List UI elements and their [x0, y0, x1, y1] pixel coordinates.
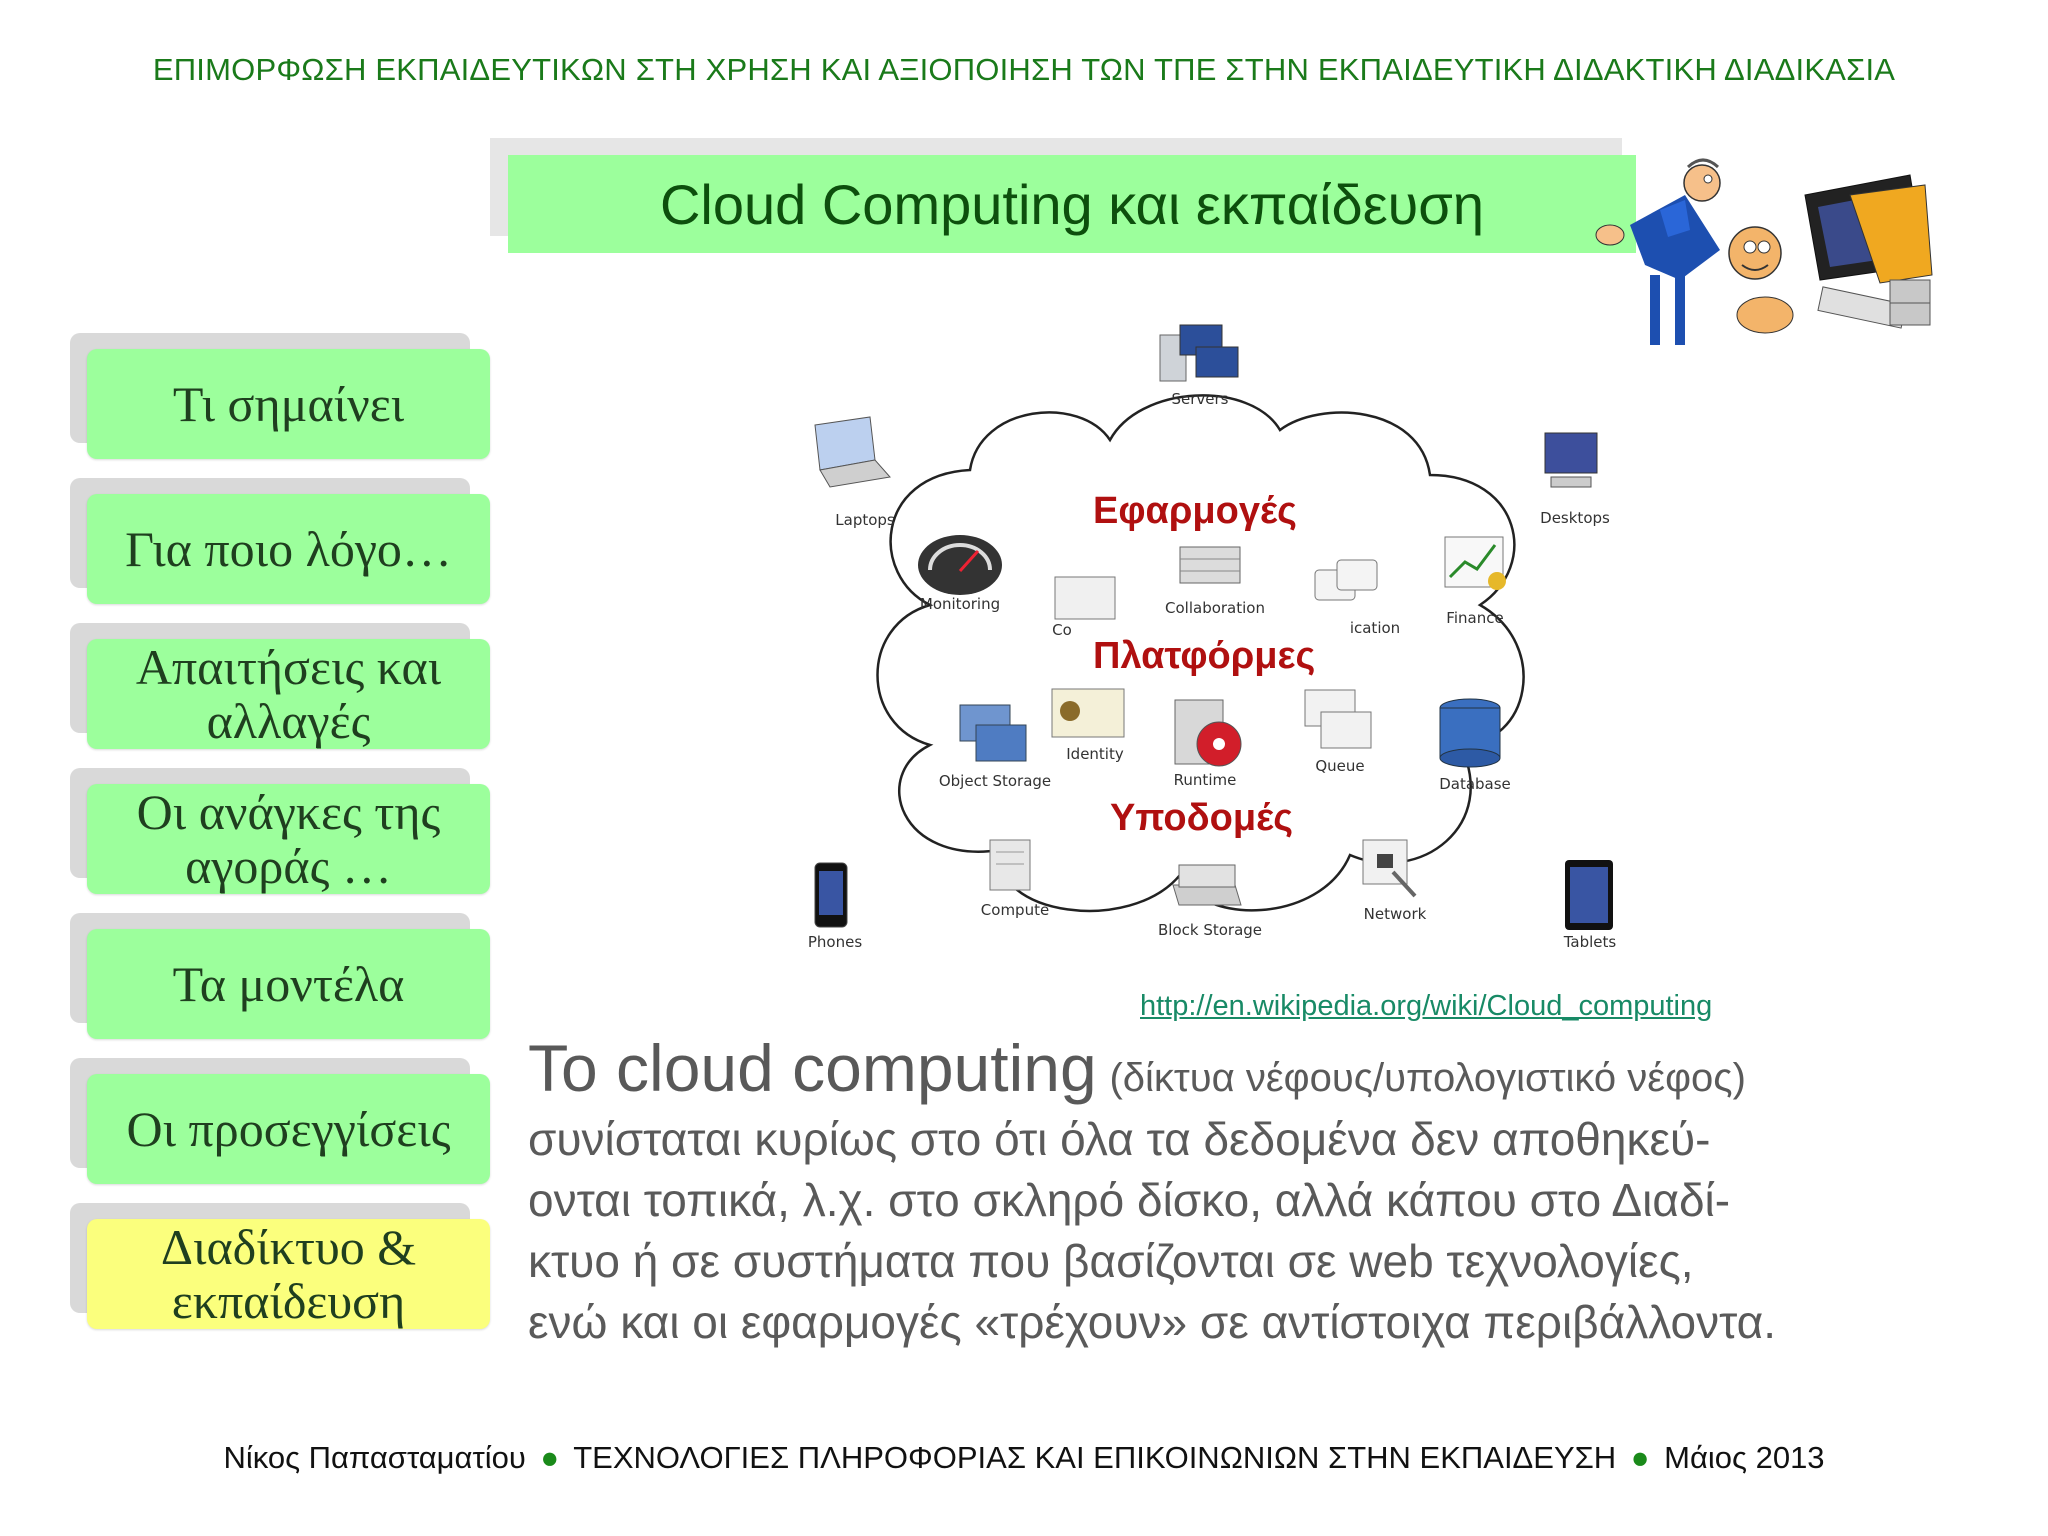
node-laptops: Laptops [835, 511, 895, 529]
footer-separator: ● [540, 1440, 560, 1475]
sidebar-item-label: Οι ανάγκες της αγοράς … [87, 784, 490, 894]
body-lead: To cloud computing [528, 1031, 1097, 1105]
node-content: Co [1052, 621, 1072, 639]
body-line: ενώ και οι εφαρμογές «τρέχουν» σε αντίστ… [528, 1296, 1777, 1348]
node-runtime: Runtime [1173, 771, 1237, 785]
body-line: ονται τοπικά, λ.χ. στο σκληρό δίσκο, αλλ… [528, 1174, 1731, 1226]
node-finance: Finance [1446, 609, 1504, 627]
slide-footer: Νίκος Παπασταματίου ● ΤΕΧΝΟΛΟΓΙΕΣ ΠΛΗΡΟΦ… [0, 1440, 2048, 1476]
slide-title: Cloud Computing και εκπαίδευση [508, 155, 1636, 253]
body-paren: (δίκτυα νέφους/υπολογιστικό νέφος) [1109, 1056, 1746, 1100]
body-first-line: To cloud computing (δίκτυα νέφους/υπολογ… [528, 1035, 1948, 1109]
sidebar-item-label: Οι προσεγγίσεις [87, 1074, 490, 1184]
node-communication: ication [1349, 619, 1401, 637]
node-monitoring: Monitoring [919, 595, 1001, 613]
body-line: κτυο ή σε συστήματα που βασίζονται σε we… [528, 1235, 1694, 1287]
node-database: Database [1439, 775, 1511, 793]
layer-infrastructure: Υποδομές [1110, 797, 1294, 839]
node-phones: Phones [807, 933, 863, 951]
sidebar-item-label: Διαδίκτυο & εκπαίδευση [87, 1219, 490, 1329]
node-block-storage: Block Storage [1157, 921, 1263, 939]
slide-header: ΕΠΙΜΟΡΦΩΣΗ ΕΚΠΑΙΔΕΥΤΙΚΩΝ ΣΤΗ ΧΡΗΣΗ ΚΑΙ Α… [152, 52, 1896, 87]
sidebar-item-internet-education[interactable]: Διαδίκτυο & εκπαίδευση [70, 1203, 490, 1329]
sidebar-item-label: Τι σημαίνει [87, 349, 490, 459]
footer-course: ΤΕΧΝΟΛΟΓΙΕΣ ΠΛΗΡΟΦΟΡΙΑΣ ΚΑΙ ΕΠΙΚΟΙΝΩΝΙΩΝ… [573, 1440, 1617, 1475]
node-collaboration: Collaboration [1165, 599, 1265, 617]
footer-separator: ● [1630, 1440, 1650, 1475]
cartoon-man-computer-illustration [1595, 158, 1933, 345]
node-object-storage: Object Storage [938, 772, 1052, 790]
sidebar-item-label: Τα μοντέλα [87, 929, 490, 1039]
node-tablets: Tablets [1563, 933, 1617, 951]
node-desktops: Desktops [1540, 509, 1610, 527]
sidebar-item-approaches[interactable]: Οι προσεγγίσεις [70, 1058, 490, 1184]
layer-applications: Εφαρμογές [1093, 490, 1297, 532]
body-paragraph: To cloud computing (δίκτυα νέφους/υπολογ… [528, 1035, 1948, 1353]
source-link[interactable]: http://en.wikipedia.org/wiki/Cloud_compu… [1140, 990, 1713, 1022]
sidebar-item-label: Για ποιο λόγο… [87, 494, 490, 604]
node-compute: Compute [980, 901, 1050, 919]
sidebar-item-reason[interactable]: Για ποιο λόγο… [70, 478, 490, 604]
body-line: συνίσταται κυρίως στο ότι όλα τα δεδομέν… [528, 1113, 1711, 1165]
cloud-outline [814, 324, 1613, 930]
sidebar-item-requirements[interactable]: Απαιτήσεις και αλλαγές [70, 623, 490, 749]
footer-author: Νίκος Παπασταματίου [223, 1440, 526, 1475]
sidebar-item-label: Απαιτήσεις και αλλαγές [87, 639, 490, 749]
node-network: Network [1363, 905, 1427, 923]
node-identity: Identity [1066, 745, 1124, 763]
sidebar-item-meaning[interactable]: Τι σημαίνει [70, 333, 490, 459]
sidebar-item-models[interactable]: Τα μοντέλα [70, 913, 490, 1039]
sidebar-item-market-needs[interactable]: Οι ανάγκες της αγοράς … [70, 768, 490, 894]
footer-date: Μάιος 2013 [1664, 1440, 1825, 1475]
node-queue: Queue [1315, 757, 1365, 775]
node-servers: Servers [1171, 390, 1229, 408]
layer-platforms: Πλατφόρμες [1093, 635, 1316, 677]
cloud-computing-diagram: Εφαρμογές Πλατφόρμες Υποδομές Servers La… [780, 305, 1680, 975]
